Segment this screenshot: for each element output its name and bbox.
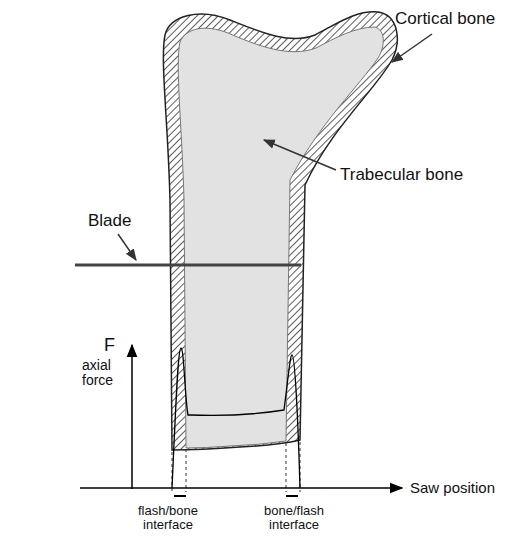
part-label: Blade (88, 212, 131, 231)
cortical-leader (392, 34, 432, 62)
position-axis (80, 487, 402, 489)
saw-blade (75, 264, 301, 267)
part-label: Cortical bone (395, 10, 495, 29)
cortical-bone (163, 12, 397, 450)
interface-ticks (174, 495, 298, 497)
axis-label: Saw position (410, 480, 495, 497)
part-label: Trabecular bone (340, 166, 463, 185)
blade-leader (118, 234, 136, 260)
interface-label: flash/bone interface (118, 504, 218, 533)
force-curve (172, 348, 300, 488)
force-axis (131, 345, 133, 489)
interface-label: bone/flash interface (244, 504, 344, 533)
trabecular-leader (264, 140, 336, 170)
axis-label: axial force (82, 358, 130, 389)
trabecular-bone (178, 27, 383, 448)
projection-lines (172, 442, 300, 492)
axis-symbol: F (104, 336, 115, 356)
